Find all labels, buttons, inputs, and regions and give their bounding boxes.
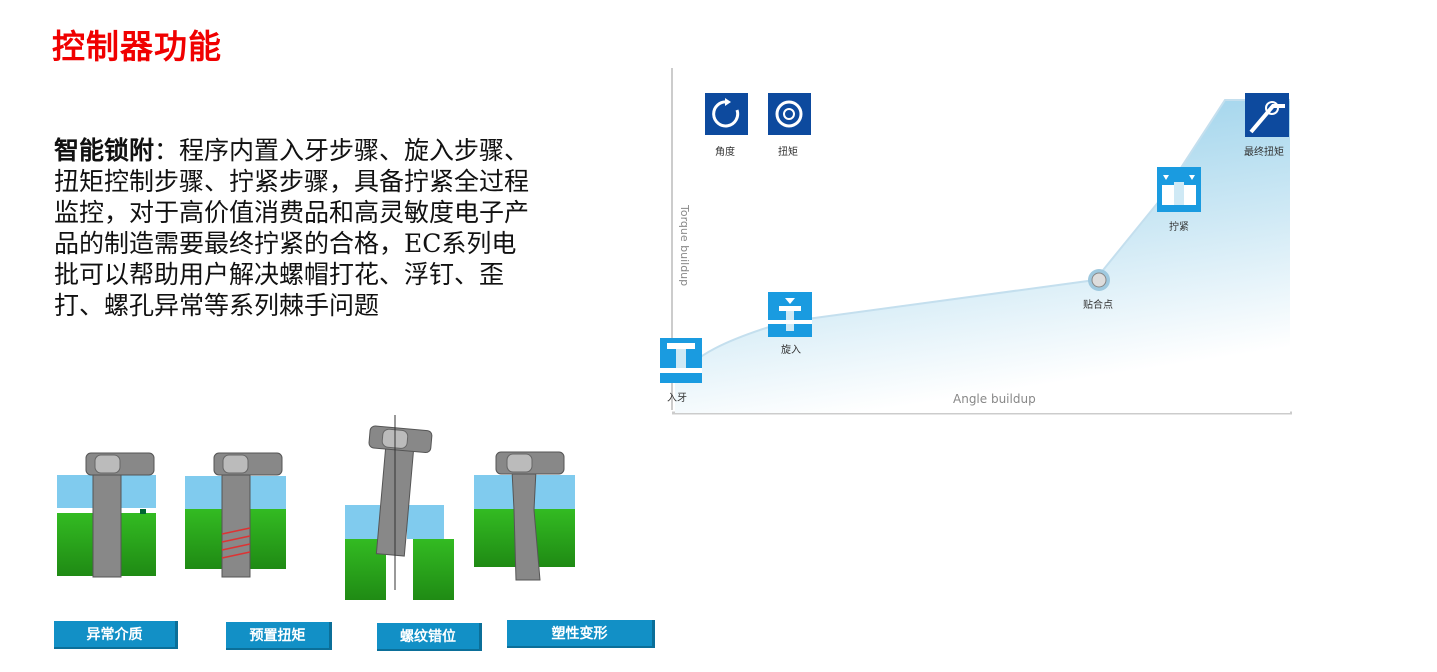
tightening-process-diagram: Torque buildup Angle buildup 角度 扭矩 入牙 旋入… — [660, 68, 1292, 415]
y-axis-label: Torque buildup — [678, 204, 691, 286]
x-axis-label: Angle buildup — [953, 392, 1036, 406]
angle-legend-icon — [705, 93, 748, 135]
torque-legend-icon — [768, 93, 811, 135]
page-title: 控制器功能 — [52, 27, 222, 66]
thread-entry-icon — [660, 338, 702, 383]
run-down-icon — [768, 292, 812, 337]
legend-angle-label: 角度 — [715, 145, 735, 158]
fault-illustrations — [57, 415, 575, 600]
stage-label-final-torque: 最终扭矩 — [1244, 145, 1284, 158]
fault-label-foreign-material: 异常介质 — [54, 621, 178, 649]
torque-curve-area — [675, 100, 1290, 413]
stage-label-tightening: 拧紧 — [1169, 220, 1189, 233]
legend-torque-label: 扭矩 — [778, 145, 798, 158]
plastic-deformation-illustration — [474, 451, 575, 581]
stage-label-snug-point: 贴合点 — [1083, 298, 1113, 311]
paragraph-body: ：程序内置入牙步骤、旋入步骤、扭矩控制步骤、拧紧步骤，具备拧紧全过程监控，对于高… — [54, 136, 530, 320]
snug-point-icon — [1088, 269, 1110, 291]
stage-label-thread-entry: 入牙 — [667, 392, 687, 404]
paragraph-lead: 智能锁附 — [54, 136, 155, 165]
pre-torque-illustration — [185, 452, 286, 578]
foreign-material-illustration — [57, 452, 156, 578]
description-paragraph: 智能锁附：程序内置入牙步骤、旋入步骤、扭矩控制步骤、拧紧步骤，具备拧紧全过程监控… — [54, 135, 534, 321]
tightening-icon — [1157, 167, 1201, 212]
fault-label-cross-thread: 螺纹错位 — [377, 623, 482, 651]
final-torque-icon — [1245, 93, 1289, 137]
cross-thread-illustration — [345, 415, 454, 600]
stage-label-run-down: 旋入 — [781, 343, 801, 356]
fault-label-plastic-deformation: 塑性变形 — [507, 620, 655, 648]
fault-label-pre-torque: 预置扭矩 — [226, 622, 332, 650]
